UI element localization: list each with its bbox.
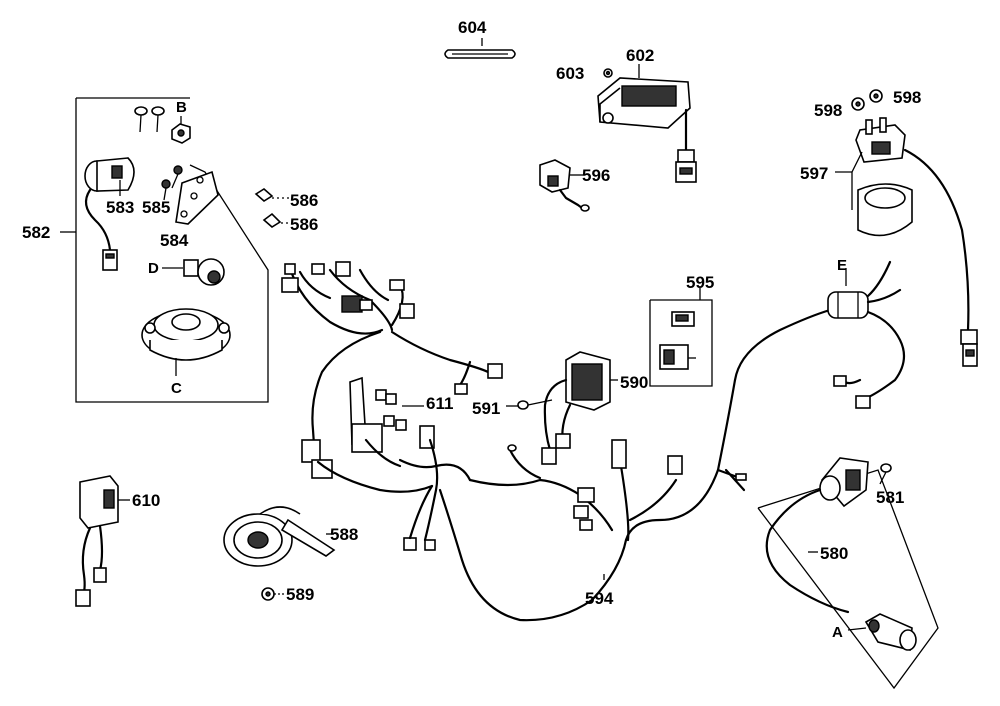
nut-b <box>171 116 191 144</box>
label-583: 583 <box>106 198 134 217</box>
label-591: 591 <box>472 399 500 418</box>
label-598-left: 598 <box>814 101 842 120</box>
fuse-604 <box>444 38 516 59</box>
label-610: 610 <box>132 491 160 510</box>
horn-588 <box>223 506 336 567</box>
label-581: 581 <box>876 488 904 507</box>
label-611: 611 <box>426 394 453 413</box>
label-582: 582 <box>22 223 50 242</box>
screw-591 <box>506 399 553 410</box>
label-603: 603 <box>556 64 584 83</box>
label-585: 585 <box>142 198 170 217</box>
label-d: D <box>148 260 159 277</box>
screws-585 <box>161 165 183 201</box>
label-589: 589 <box>286 585 314 604</box>
label-597: 597 <box>800 164 828 183</box>
lock-cover-c <box>141 308 231 376</box>
mounting-plate-584 <box>175 170 219 225</box>
main-harness-594 <box>281 261 832 622</box>
label-588: 588 <box>330 525 358 544</box>
label-604: 604 <box>458 18 487 37</box>
label-580: 580 <box>820 544 848 563</box>
ignition-switch-group-582 <box>60 97 269 403</box>
label-584: 584 <box>160 231 189 250</box>
cdi-unit-590 <box>541 351 618 465</box>
label-586-top: 586 <box>290 191 318 210</box>
label-a: A <box>832 624 843 641</box>
starter-relay-597 <box>835 89 978 367</box>
label-b: B <box>176 99 187 116</box>
label-594: 594 <box>585 589 614 608</box>
label-595: 595 <box>686 273 714 292</box>
clips-586 <box>254 188 290 228</box>
label-596: 596 <box>582 166 610 185</box>
voltage-regulator-602 <box>597 64 697 183</box>
flasher-relay-610 <box>75 475 130 607</box>
relay-596 <box>539 159 590 212</box>
label-c: C <box>171 380 182 397</box>
label-586-bottom: 586 <box>290 215 318 234</box>
relay-pair-595 <box>649 288 713 387</box>
label-590: 590 <box>620 373 648 392</box>
key-lock-d <box>162 258 225 286</box>
nut-603 <box>603 68 613 78</box>
nut-589 <box>261 587 284 601</box>
ignition-coil-580 <box>757 457 939 690</box>
label-602: 602 <box>626 46 654 65</box>
ignition-switch-583 <box>84 157 135 271</box>
ignition-coil-lead-e <box>827 260 906 409</box>
label-e: E <box>837 257 847 274</box>
screw-pair <box>134 106 165 133</box>
label-598-right: 598 <box>893 88 921 107</box>
